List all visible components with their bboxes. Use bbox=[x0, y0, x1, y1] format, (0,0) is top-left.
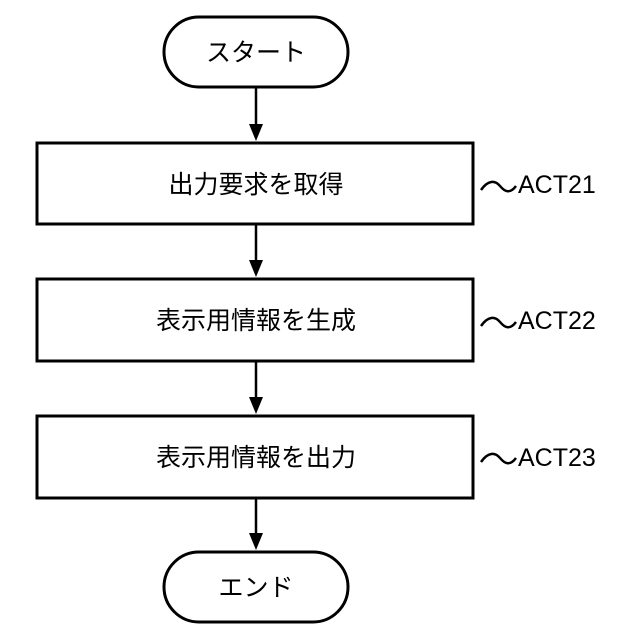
process-label-1: 出力要求を取得 bbox=[168, 170, 343, 199]
process-label-3: 表示用情報を出力 bbox=[156, 443, 356, 472]
act-leader-1 bbox=[481, 182, 516, 191]
arrow-start-to-step-1 bbox=[249, 87, 263, 141]
act-leader-3 bbox=[481, 454, 516, 463]
end-terminator: エンド bbox=[164, 552, 348, 622]
process-step-2: 表示用情報を生成 ACT22 bbox=[37, 279, 596, 361]
act-label-3: ACT23 bbox=[518, 444, 596, 472]
act-label-1: ACT21 bbox=[518, 171, 596, 199]
process-step-3: 表示用情報を出力 ACT23 bbox=[37, 416, 596, 498]
arrow-step-2-to-step-3 bbox=[249, 361, 263, 414]
act-label-2: ACT22 bbox=[518, 307, 596, 335]
act-leader-2 bbox=[481, 318, 516, 327]
process-step-1: 出力要求を取得 ACT21 bbox=[37, 143, 596, 224]
start-terminator: スタート bbox=[164, 17, 348, 87]
end-label: エンド bbox=[218, 573, 293, 602]
start-label: スタート bbox=[206, 38, 306, 67]
arrow-step-1-to-step-2 bbox=[249, 224, 263, 277]
arrow-step-3-to-end bbox=[249, 498, 263, 550]
process-label-2: 表示用情報を生成 bbox=[156, 306, 356, 335]
